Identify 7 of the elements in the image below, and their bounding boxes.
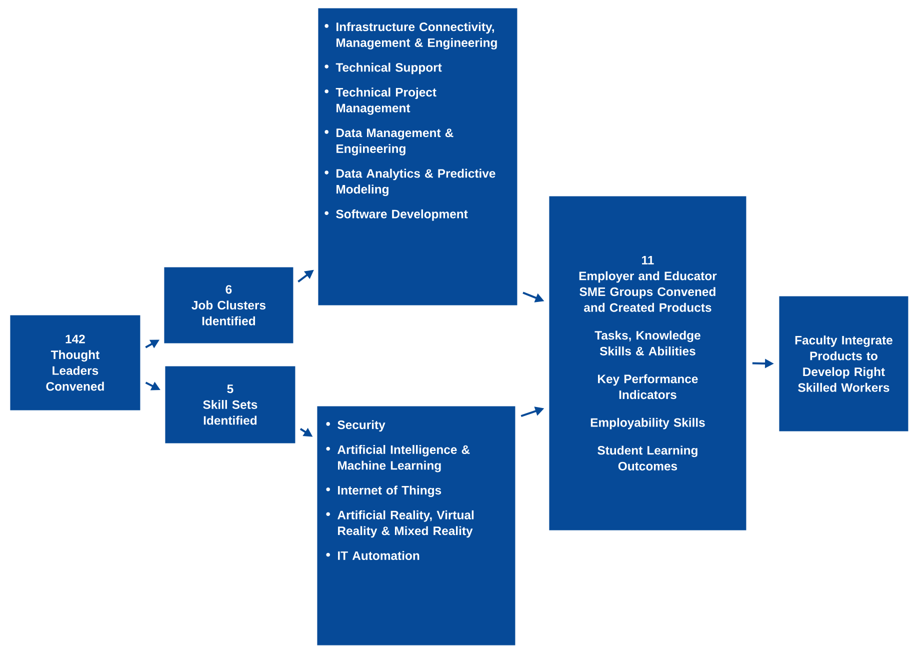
list-box: Infrastructure Connectivity, Management & Engineering Technical Support Technical Project Management Data Management & Engineering Data Analytics & Predictive Modeling Software Development	[318, 8, 518, 306]
process-box: 142 Thought Leaders Convened	[10, 315, 140, 410]
process-box: Faculty Integrate Products to Develop Right Skilled Workers	[779, 296, 908, 432]
process-box: 6 Job Clusters Identified	[164, 267, 294, 344]
list-box: Security Artificial Intelligence & Machine Learning Internet of Things Artificial Reality, Virtual Reality & Mixed Reality IT Automation	[317, 406, 516, 646]
process-box: 5 Skill Sets Identified	[165, 366, 296, 444]
process-box: 11 Employer and Educator SME Groups Convened and Created Products Tasks, Knowledge Skills & Abilities Key Performance Indicators Employability Skills Student Learning Outcomes	[549, 196, 746, 530]
